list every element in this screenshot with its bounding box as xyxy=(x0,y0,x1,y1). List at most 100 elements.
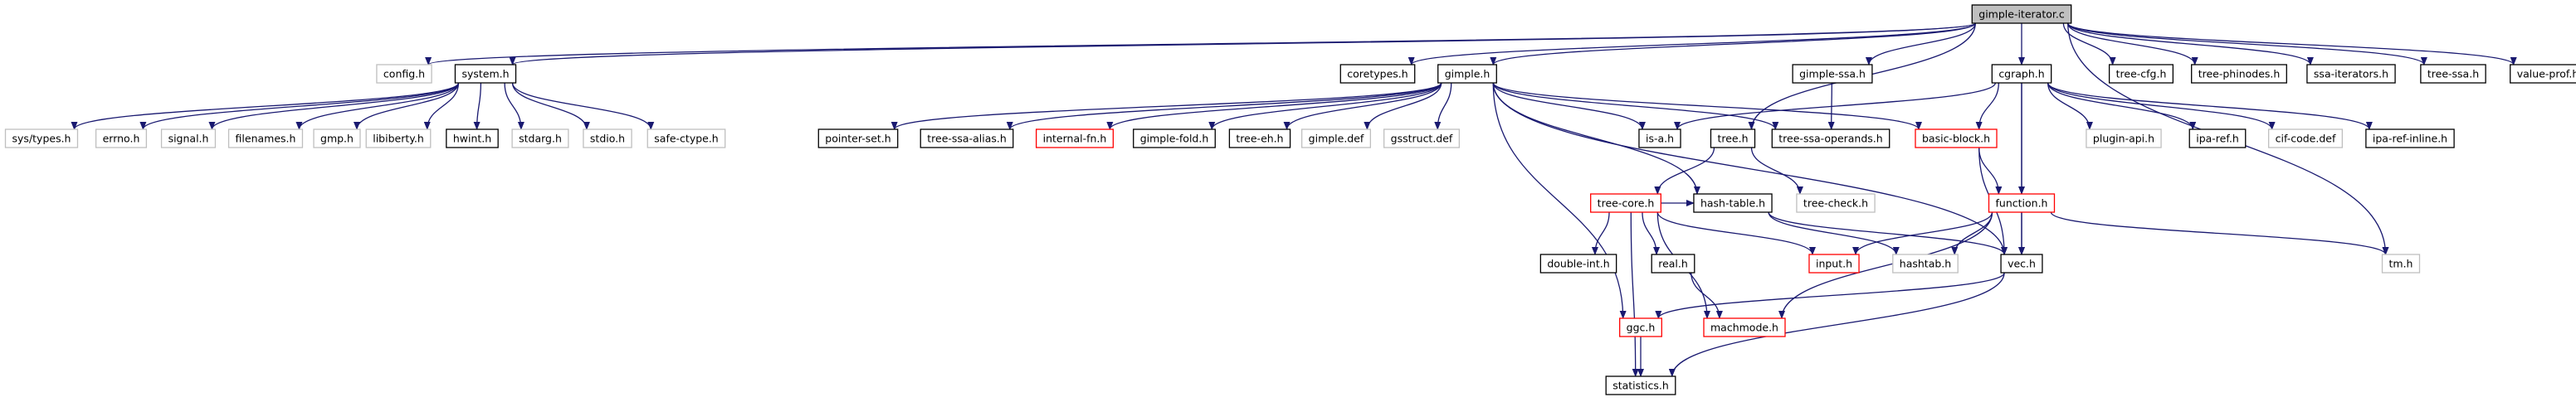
node-gsstruct-def[interactable]: gsstruct.def xyxy=(1383,128,1461,148)
edge-hash-table-h-to-hashtab-h xyxy=(1768,211,1900,255)
edge-system-h-to-stdarg-h xyxy=(504,82,524,130)
node-box xyxy=(1339,64,1416,84)
node-pointer-set-h[interactable]: pointer-set.h xyxy=(817,128,899,148)
node-box xyxy=(2191,64,2287,84)
node-box xyxy=(2188,128,2247,148)
node-plugin-api-h[interactable]: plugin-api.h xyxy=(2086,128,2162,148)
node-vec-h[interactable]: vec.h xyxy=(2000,254,2043,274)
node-label: tree.h xyxy=(1717,133,1748,145)
edge-gimple-iterator-c-to-gimple-h xyxy=(1490,22,1976,65)
node-ggc-h[interactable]: ggc.h xyxy=(1619,317,1662,337)
node-label: tree-phinodes.h xyxy=(2198,68,2281,80)
node-label: stdio.h xyxy=(590,133,625,145)
node-tree-ssa-h[interactable]: tree-ssa.h xyxy=(2420,64,2486,84)
node-double-int-h[interactable]: double-int.h xyxy=(1539,254,1617,274)
node-basic-block-h[interactable]: basic-block.h xyxy=(1915,128,1998,148)
node-box xyxy=(1710,128,1756,148)
node-hwint-h[interactable]: hwint.h xyxy=(446,128,499,148)
node-tree-core-h[interactable]: tree-core.h xyxy=(1590,193,1661,213)
node-machmode-h[interactable]: machmode.h xyxy=(1703,317,1786,337)
node-tm-h[interactable]: tm.h xyxy=(2381,254,2421,274)
node-signal-h[interactable]: signal.h xyxy=(160,128,217,148)
node-function-h[interactable]: function.h xyxy=(1988,193,2056,213)
edge-system-h-to-filenames-h xyxy=(295,82,460,130)
node-gimple-fold-h[interactable]: gimple-fold.h xyxy=(1133,128,1216,148)
edge-function-h-to-tm-h xyxy=(2050,211,2389,255)
node-input-h[interactable]: input.h xyxy=(1808,254,1860,274)
node-errno-h[interactable]: errno.h xyxy=(95,128,148,148)
node-box xyxy=(2086,128,2162,148)
node-is-a-h[interactable]: is-a.h xyxy=(1638,128,1681,148)
node-internal-fn-h[interactable]: internal-fn.h xyxy=(1035,128,1115,148)
node-box xyxy=(1971,4,2072,24)
node-tree-ssa-operands-h[interactable]: tree-ssa-operands.h xyxy=(1771,128,1891,148)
node-ssa-iterators-h[interactable]: ssa-iterators.h xyxy=(2306,64,2396,84)
node-stdio-h[interactable]: stdio.h xyxy=(583,128,632,148)
node-box xyxy=(1693,193,1773,213)
node-stdarg-h[interactable]: stdarg.h xyxy=(511,128,569,148)
edge-tree-core-h-to-real-h xyxy=(1642,211,1661,255)
node-label: tree-eh.h xyxy=(1236,133,1283,145)
node-hash-table-h[interactable]: hash-table.h xyxy=(1693,193,1773,213)
edge-tree-core-h-to-statistics-h xyxy=(1630,211,1639,377)
node-cif-code-def[interactable]: cif-code.def xyxy=(2267,128,2344,148)
node-tree-phinodes-h[interactable]: tree-phinodes.h xyxy=(2191,64,2287,84)
node-box xyxy=(1988,193,2056,213)
node-tree-h[interactable]: tree.h xyxy=(1710,128,1756,148)
node-config-h[interactable]: config.h xyxy=(376,64,432,84)
node-value-prof-h[interactable]: value-prof.h xyxy=(2510,64,2576,84)
node-label: pointer-set.h xyxy=(825,133,890,145)
node-hashtab-h[interactable]: hashtab.h xyxy=(1892,254,1959,274)
node-box xyxy=(1228,128,1291,148)
node-tree-ssa-alias-h[interactable]: tree-ssa-alias.h xyxy=(920,128,1014,148)
node-box xyxy=(2510,64,2576,84)
edge-gimple-iterator-c-to-gimple-ssa-h xyxy=(1865,22,1976,65)
edge-gimple-h-to-pointer-set-h xyxy=(890,82,1442,130)
node-box xyxy=(1590,193,1661,213)
node-safe-ctype-h[interactable]: safe-ctype.h xyxy=(646,128,726,148)
node-tree-cfg-h[interactable]: tree-cfg.h xyxy=(2108,64,2174,84)
edge-tree-h-to-tree-core-h xyxy=(1654,147,1715,195)
node-ipa-ref-inline-h[interactable]: ipa-ref-inline.h xyxy=(2365,128,2455,148)
edge-cgraph-h-to-plugin-api-h xyxy=(2047,82,2093,130)
node-label: tree-cfg.h xyxy=(2116,68,2167,80)
edge-gimple-iterator-c-to-value-prof-h xyxy=(2067,22,2517,65)
node-label: basic-block.h xyxy=(1922,133,1990,145)
node-coretypes-h[interactable]: coretypes.h xyxy=(1339,64,1416,84)
node-label: gimple-fold.h xyxy=(1140,133,1209,145)
node-box xyxy=(1383,128,1461,148)
node-label: machmode.h xyxy=(1710,322,1778,334)
node-statistics-h[interactable]: statistics.h xyxy=(1605,375,1676,395)
node-box xyxy=(227,128,304,148)
node-gimple-def[interactable]: gimple.def xyxy=(1301,128,1371,148)
node-box xyxy=(1892,254,1959,274)
edge-gimple-iterator-c-to-tree-cfg-h xyxy=(2062,22,2116,65)
node-system-h[interactable]: system.h xyxy=(454,64,517,84)
node-box xyxy=(454,64,517,84)
node-tree-check-h[interactable]: tree-check.h xyxy=(1796,193,1876,213)
node-filenames-h[interactable]: filenames.h xyxy=(227,128,304,148)
node-libiberty-h[interactable]: libiberty.h xyxy=(365,128,432,148)
node-gimple-h[interactable]: gimple.h xyxy=(1437,64,1497,84)
node-label: vec.h xyxy=(2008,258,2036,270)
node-label: signal.h xyxy=(168,133,209,145)
node-box xyxy=(2108,64,2174,84)
node-tree-eh-h[interactable]: tree-eh.h xyxy=(1228,128,1291,148)
node-box xyxy=(2267,128,2344,148)
node-gimple-iterator-c[interactable]: gimple-iterator.c xyxy=(1971,4,2072,24)
node-box xyxy=(376,64,432,84)
node-cgraph-h[interactable]: cgraph.h xyxy=(1991,64,2052,84)
node-sys-types-h[interactable]: sys/types.h xyxy=(4,128,79,148)
node-label: internal-fn.h xyxy=(1043,133,1107,145)
edge-tree-h-to-tree-check-h xyxy=(1750,147,1803,195)
node-box xyxy=(1619,317,1662,337)
edge-hash-table-h-to-vec-h xyxy=(1768,211,2008,255)
edge-function-h-to-input-h xyxy=(1852,211,1993,255)
node-gimple-ssa-h[interactable]: gimple-ssa.h xyxy=(1792,64,1873,84)
edge-system-h-to-gmp-h xyxy=(354,82,460,130)
node-ipa-ref-h[interactable]: ipa-ref.h xyxy=(2188,128,2247,148)
node-real-h[interactable]: real.h xyxy=(1651,254,1695,274)
node-gmp-h[interactable]: gmp.h xyxy=(313,128,361,148)
edge-gimple-h-to-vec-h xyxy=(1492,82,2008,255)
